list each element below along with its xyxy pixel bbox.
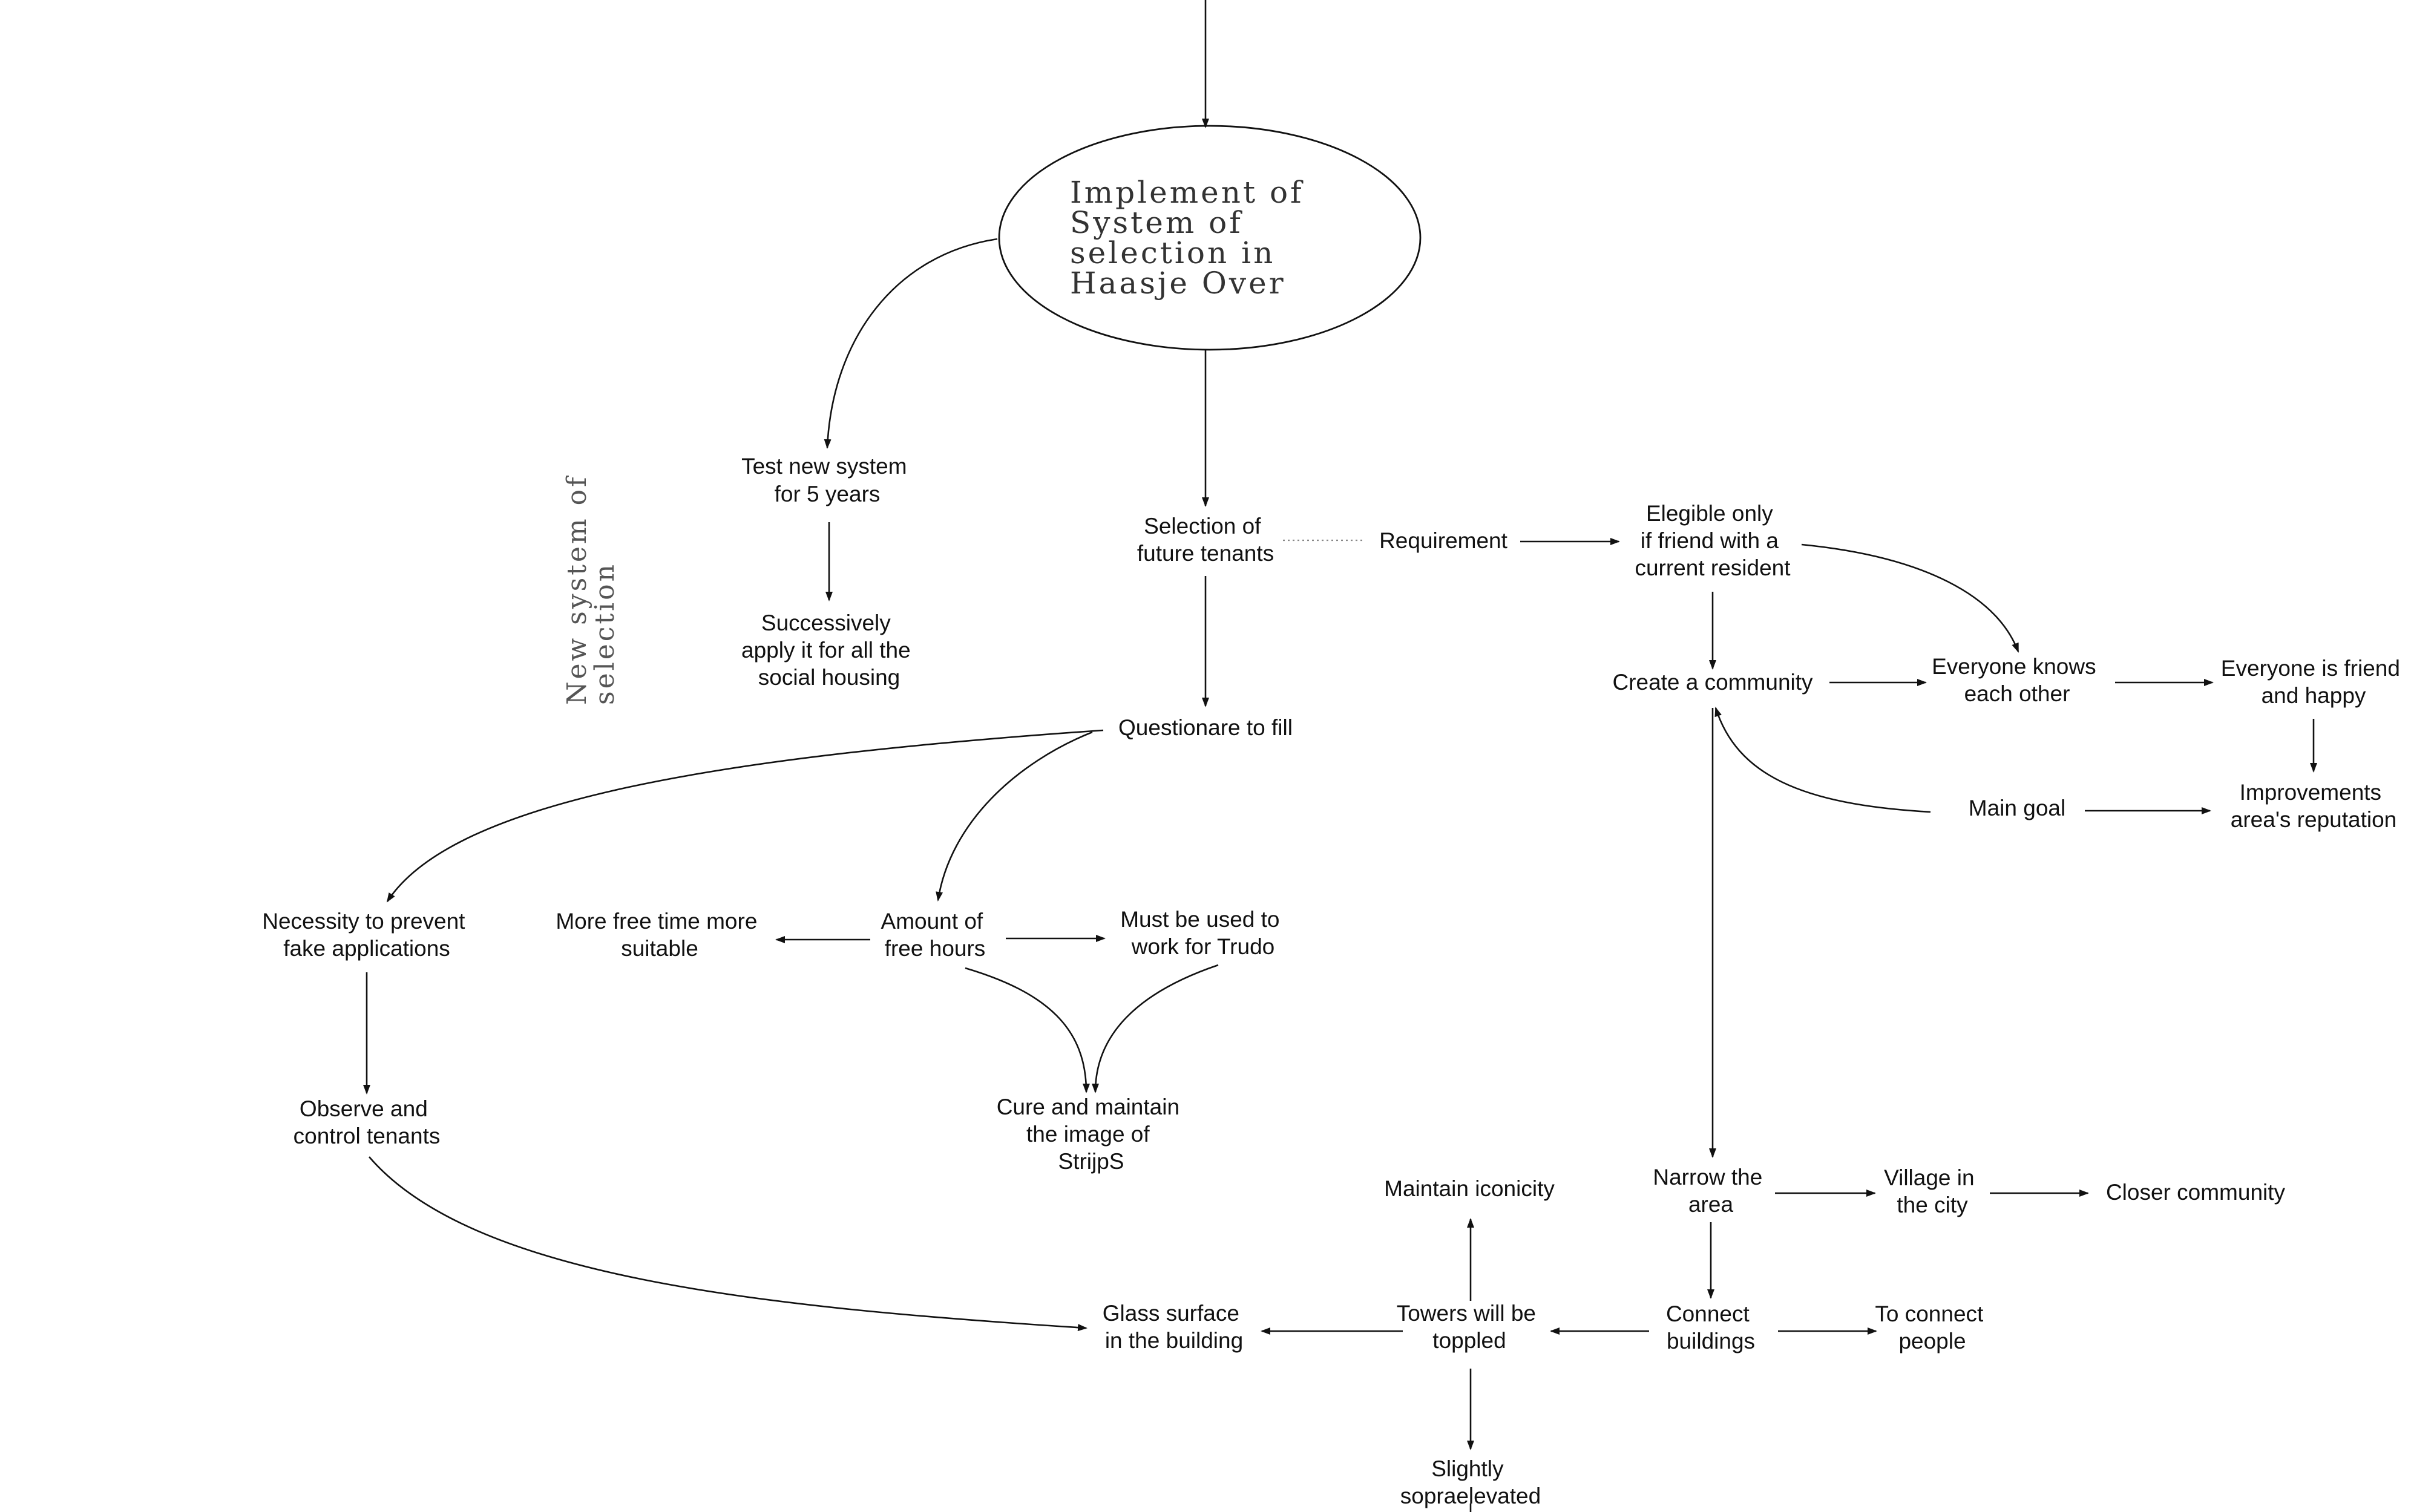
side-label: New system of selection <box>562 464 620 705</box>
edge-main-goal-to-community <box>1714 707 1931 813</box>
node-everyone-knows-each-other: Everyone knows each other <box>1932 654 2102 706</box>
node-connect-buildings: Connect buildings <box>1666 1301 1756 1353</box>
node-slightly-sopraelevated: Slightly sopraelevated <box>1400 1456 1541 1508</box>
node-questionare-to-fill: Questionare to fill <box>1118 715 1293 740</box>
node-must-work-for-trudo: Must be used to work for Trudo <box>1120 907 1286 959</box>
node-narrow-the-area: Narrow the area <box>1653 1165 1768 1217</box>
edge-questionare-to-amount <box>936 731 1093 902</box>
nodes: Test new system for 5 years Successively… <box>262 454 2406 1508</box>
node-successively-apply: Successively apply it for all the social… <box>741 610 917 690</box>
edge-amount-to-cure <box>965 967 1090 1093</box>
node-everyone-is-friend: Everyone is friend and happy <box>2221 656 2406 708</box>
edge-must-work-to-cure <box>1092 964 1219 1093</box>
node-to-connect-people: To connect people <box>1875 1301 1989 1353</box>
node-amount-of-free-hours: Amount of free hours <box>881 909 989 961</box>
node-towers-will-be-toppled: Towers will be toppled <box>1397 1301 1543 1353</box>
node-improvements-reputation: Improvements area's reputation <box>2231 780 2396 832</box>
node-maintain-iconicity: Maintain iconicity <box>1384 1176 1555 1201</box>
edge-observe-to-glass <box>369 1156 1087 1332</box>
node-village-in-the-city: Village in the city <box>1884 1165 1981 1217</box>
edge-eligible-to-everyone-knows <box>1801 543 2019 653</box>
node-cure-and-maintain: Cure and maintain the image of StrijpS <box>997 1095 1186 1174</box>
node-necessity-to-prevent: Necessity to prevent fake applications <box>262 909 471 961</box>
central-ellipse <box>998 125 1422 351</box>
node-eligible-only: Elegible only if friend with a current r… <box>1635 501 1791 580</box>
node-closer-community: Closer community <box>2106 1180 2286 1205</box>
edge-center-to-test <box>824 238 998 449</box>
node-test-new-system: Test new system for 5 years <box>741 454 913 506</box>
node-main-goal: Main goal <box>1969 796 2065 820</box>
node-glass-surface: Glass surface in the building <box>1103 1301 1245 1353</box>
node-selection-of-future-tenants: Selection of future tenants <box>1137 514 1274 566</box>
node-requirement: Requirement <box>1379 528 1508 553</box>
node-observe-and-control: Observe and control tenants <box>294 1096 441 1148</box>
node-create-a-community: Create a community <box>1612 670 1813 695</box>
node-more-free-time: More free time more suitable <box>556 909 763 961</box>
edge-questionare-to-necessity <box>386 729 1104 903</box>
connections <box>363 0 2317 1512</box>
central-title: Implement of System of selection in Haas… <box>1070 175 1316 301</box>
